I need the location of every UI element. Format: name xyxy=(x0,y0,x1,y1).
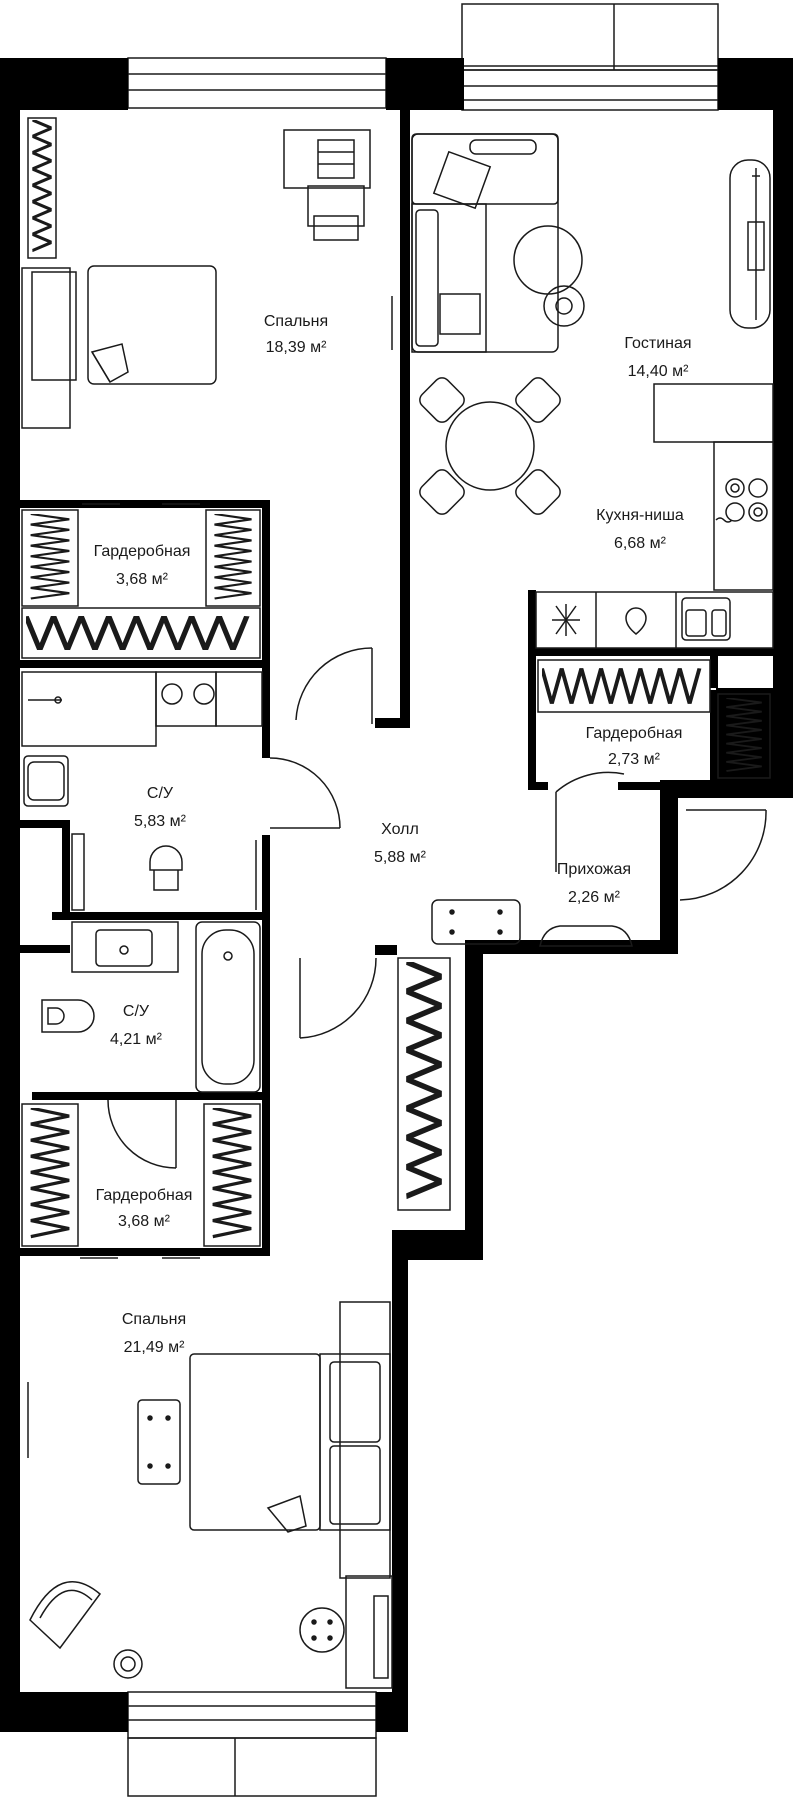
room-label-entrance: Прихожая 2,26 м² xyxy=(557,861,631,906)
room-name: Гардеробная xyxy=(94,543,191,560)
kitchen-counter xyxy=(653,383,774,591)
room-name: Холл xyxy=(381,821,419,838)
room-area: 3,68 м² xyxy=(116,571,169,588)
wardrobe-2-storage xyxy=(537,659,771,779)
room-name: Гардеробная xyxy=(96,1187,193,1204)
bath-2-fixtures xyxy=(41,921,261,1169)
room-name: Спальня xyxy=(122,1311,186,1328)
bed-2 xyxy=(189,1301,391,1579)
coffee-table xyxy=(513,225,585,327)
room-name: Гардеробная xyxy=(586,725,683,742)
room-area: 2,26 м² xyxy=(568,889,621,906)
room-label-living: Гостиная 14,40 м² xyxy=(624,335,691,380)
room-label-bath-2: С/У 4,21 м² xyxy=(110,1003,163,1048)
hall-doors xyxy=(295,647,767,1039)
dresser xyxy=(137,1399,181,1485)
desk-1 xyxy=(283,129,371,241)
room-label-bedroom-2: Спальня 21,49 м² xyxy=(122,1311,186,1356)
room-name: Гостиная xyxy=(624,335,691,352)
bottom-balcony xyxy=(127,1691,377,1797)
room-area: 6,68 м² xyxy=(614,535,667,552)
room-name: С/У xyxy=(147,785,174,802)
bed-1 xyxy=(21,265,217,429)
entrance-bench xyxy=(431,899,633,947)
bath-1-fixtures xyxy=(21,671,341,911)
room-name: С/У xyxy=(123,1003,150,1020)
wardrobe-1-storage xyxy=(21,503,261,659)
interior-walls xyxy=(20,110,773,1256)
room-area: 3,68 м² xyxy=(118,1213,171,1230)
room-name: Прихожая xyxy=(557,861,631,878)
room-label-bath-1: С/У 5,83 м² xyxy=(134,785,187,830)
room-area: 21,49 м² xyxy=(124,1339,185,1356)
outer-walls xyxy=(0,58,793,1732)
kitchen-lower-row xyxy=(535,591,774,649)
room-area: 18,39 м² xyxy=(266,339,327,356)
sofa xyxy=(411,133,559,353)
side-table xyxy=(299,1575,393,1689)
radiator-left xyxy=(27,117,57,259)
room-name: Спальня xyxy=(264,313,328,330)
room-name: Кухня-ниша xyxy=(596,507,684,524)
room-label-hall: Холл 5,88 м² xyxy=(374,821,427,866)
room-label-bedroom-1: Спальня 18,39 м² xyxy=(264,313,328,356)
top-left-window xyxy=(127,57,387,109)
wardrobe-3-storage xyxy=(21,1103,261,1259)
room-area: 4,21 м² xyxy=(110,1031,163,1048)
room-area: 5,83 м² xyxy=(134,813,187,830)
top-balcony xyxy=(461,3,719,71)
room-label-wardrobe-1: Гардеробная 3,68 м² xyxy=(94,543,191,588)
room-area: 14,40 м² xyxy=(628,363,689,380)
armchair xyxy=(29,1580,143,1679)
room-label-kitchen: Кухня-ниша 6,68 м² xyxy=(596,507,684,552)
room-label-wardrobe-2: Гардеробная 2,73 м² xyxy=(586,725,683,768)
dining-set xyxy=(419,377,561,515)
room-label-wardrobe-3: Гардеробная 3,68 м² xyxy=(96,1187,193,1230)
room-area: 2,73 м² xyxy=(608,751,661,768)
room-area: 5,88 м² xyxy=(374,849,427,866)
corridor-wardrobe xyxy=(397,957,451,1211)
top-right-window xyxy=(461,69,719,111)
tv-unit xyxy=(729,159,771,329)
